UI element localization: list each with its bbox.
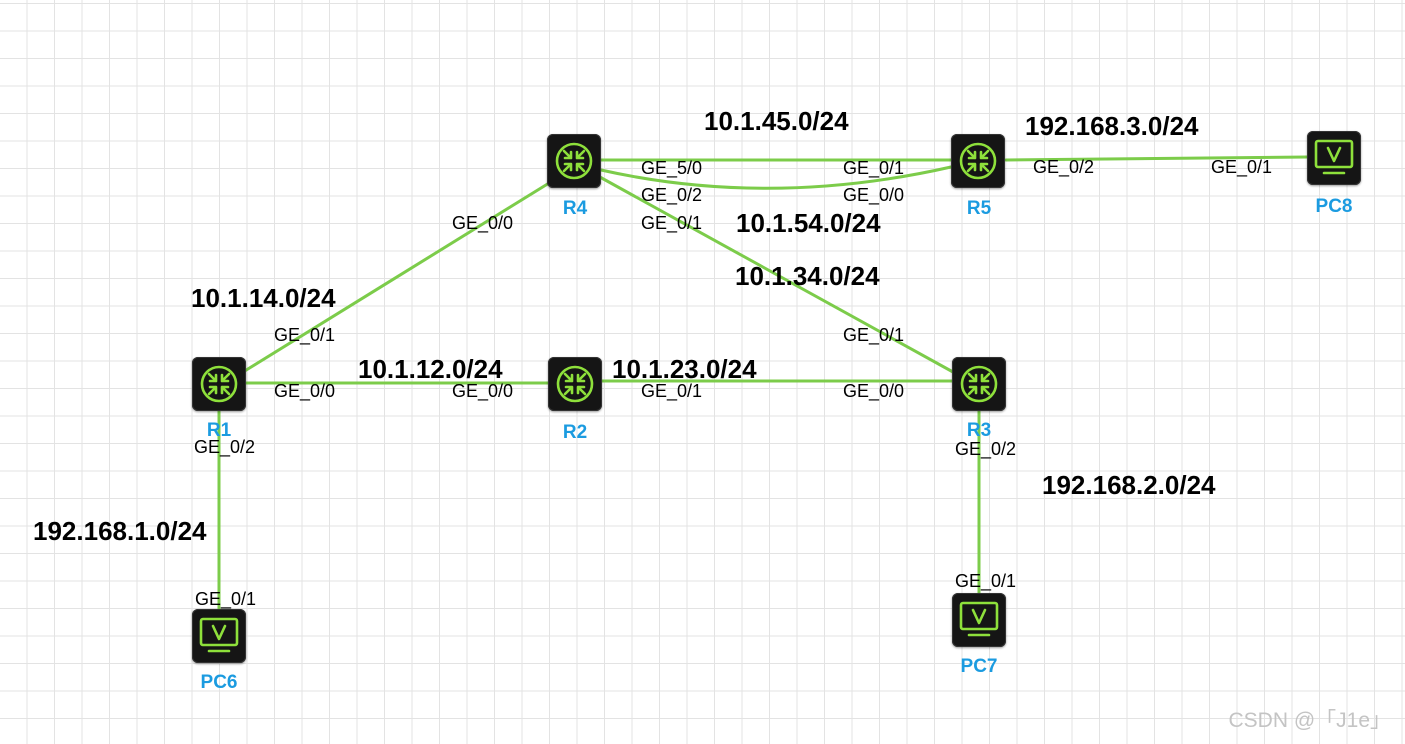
port-label-r3-ge01: GE_0/1 xyxy=(843,325,905,345)
port-label-r2-ge01: GE_0/1 xyxy=(641,381,703,401)
port-label-pc6-ge01: GE_0/1 xyxy=(195,589,257,609)
monitor-icon xyxy=(199,617,239,653)
port-label-r2-ge00: GE_0/0 xyxy=(452,381,514,401)
subnet-label-10-1-34: 10.1.34.0/24 xyxy=(735,261,880,291)
router-icon xyxy=(959,142,997,180)
port-label-pc8-ge01: GE_0/1 xyxy=(1211,157,1273,177)
subnet-label-10-1-45: 10.1.45.0/24 xyxy=(704,106,849,136)
node-label-r1: R1 xyxy=(206,420,232,441)
subnet-label-10-1-23: 10.1.23.0/24 xyxy=(612,354,757,384)
node-label-r5: R5 xyxy=(966,198,992,219)
port-label-r1-ge02: GE_0/2 xyxy=(194,437,256,457)
router-r3[interactable] xyxy=(952,357,1006,411)
node-label-pc6: PC6 xyxy=(200,672,238,693)
port-label-r4-ge50: GE_5/0 xyxy=(641,158,703,178)
port-label-r5-ge01: GE_0/1 xyxy=(843,158,905,178)
watermark: CSDN @「J1e」 xyxy=(1228,709,1391,732)
pc-pc8[interactable] xyxy=(1307,131,1361,185)
node-label-r3: R3 xyxy=(966,420,992,441)
router-icon xyxy=(960,365,998,403)
port-label-r4-ge01: GE_0/1 xyxy=(641,213,703,233)
node-label-r2: R2 xyxy=(562,422,588,443)
port-label-r1-ge01: GE_0/1 xyxy=(274,325,336,345)
subnet-label-192-168-3: 192.168.3.0/24 xyxy=(1025,111,1199,141)
link-r5-pc8 xyxy=(1004,155,1310,162)
link-r4-r3 xyxy=(596,174,955,374)
router-r4[interactable] xyxy=(547,134,601,188)
subnet-label-192-168-1: 192.168.1.0/24 xyxy=(33,516,207,546)
port-label-r5-ge00: GE_0/0 xyxy=(843,185,905,205)
port-label-r4-ge02: GE_0/2 xyxy=(641,185,703,205)
port-label-r5-ge02: GE_0/2 xyxy=(1033,157,1095,177)
router-icon xyxy=(200,365,238,403)
router-r2[interactable] xyxy=(548,357,602,411)
port-label-r4-ge00: GE_0/0 xyxy=(452,213,514,233)
router-icon xyxy=(556,365,594,403)
pc-pc6[interactable] xyxy=(192,609,246,663)
subnet-label-192-168-2: 192.168.2.0/24 xyxy=(1042,470,1216,500)
node-label-pc7: PC7 xyxy=(960,656,998,677)
node-label-pc8: PC8 xyxy=(1315,196,1353,217)
node-label-r4: R4 xyxy=(562,198,588,219)
monitor-icon xyxy=(959,601,999,637)
subnet-label-10-1-14: 10.1.14.0/24 xyxy=(191,283,336,313)
router-r1[interactable] xyxy=(192,357,246,411)
port-label-r3-ge00: GE_0/0 xyxy=(843,381,905,401)
router-r5[interactable] xyxy=(951,134,1005,188)
link-r4-r5-ge02 xyxy=(599,165,953,190)
port-label-pc7-ge01: GE_0/1 xyxy=(955,571,1017,591)
port-label-r3-ge02: GE_0/2 xyxy=(955,439,1017,459)
subnet-label-10-1-54: 10.1.54.0/24 xyxy=(736,208,881,238)
link-r1-r4 xyxy=(241,178,556,374)
port-label-r1-ge00: GE_0/0 xyxy=(274,381,336,401)
pc-pc7[interactable] xyxy=(952,593,1006,647)
subnet-label-10-1-12: 10.1.12.0/24 xyxy=(358,354,503,384)
router-icon xyxy=(555,142,593,180)
monitor-icon xyxy=(1314,139,1354,175)
